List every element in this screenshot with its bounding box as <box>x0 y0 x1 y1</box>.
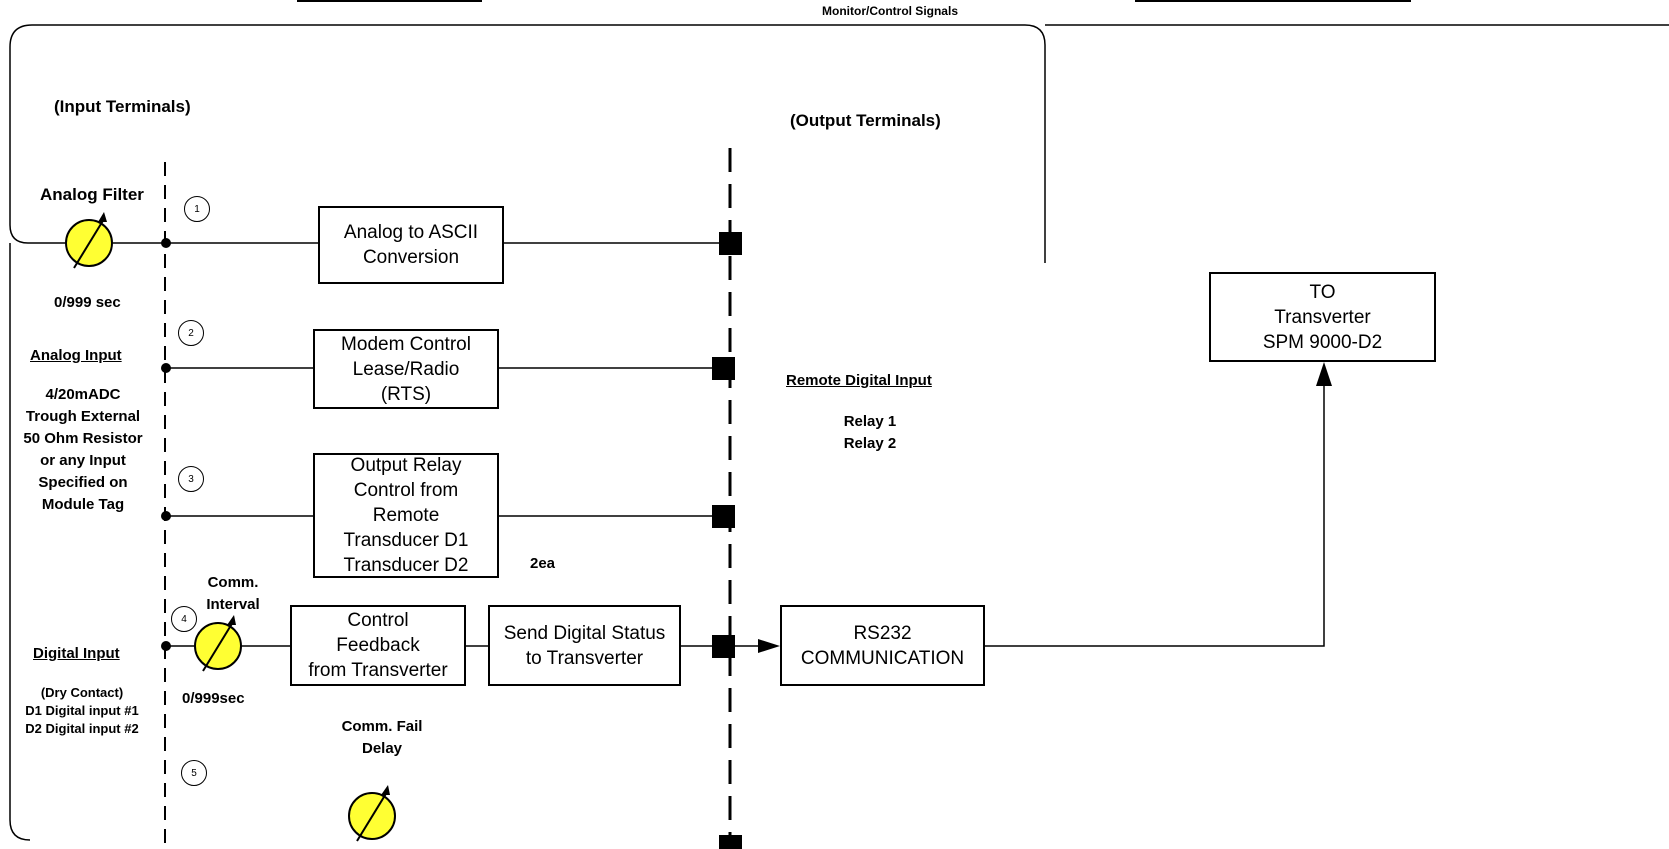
analog-to-ascii-box: Analog to ASCII Conversion <box>318 206 504 284</box>
comm-interval-knob-icon <box>194 615 242 672</box>
analog-input-desc: 4/20mADC Trough External 50 Ohm Resistor… <box>23 386 143 513</box>
two-ea-label: 2ea <box>530 555 556 572</box>
rs232-communication-box: RS232 COMMUNICATION <box>780 605 985 686</box>
analog-input-label: Analog Input <box>30 347 122 364</box>
output-terminals-label: (Output Terminals) <box>790 111 941 130</box>
analog-filter-knob-icon <box>65 212 113 269</box>
terminal-number-1: 1 <box>184 196 210 222</box>
to-transverter-box: TO Transverter SPM 9000-D2 <box>1209 272 1436 362</box>
terminal-number-2: 2 <box>178 320 204 346</box>
top-heading-left-bar <box>297 0 482 2</box>
comm-interval-label: Comm. Interval <box>206 574 260 613</box>
comm-interval-range: 0/999sec <box>182 690 245 707</box>
terminal-number-5: 5 <box>181 760 207 786</box>
output-relay-box: Output Relay Control from Remote Transdu… <box>313 453 499 578</box>
digital-input-desc: (Dry Contact) D1 Digital input #1 D2 Dig… <box>25 685 139 736</box>
analog-filter-range: 0/999 sec <box>54 294 121 311</box>
remote-digital-input-label: Remote Digital Input <box>786 372 932 389</box>
comm-fail-knob-icon <box>348 785 396 842</box>
input-terminals-label: (Input Terminals) <box>54 97 191 116</box>
module-outline <box>9 24 1046 841</box>
terminal-number-4: 4 <box>171 606 197 632</box>
control-feedback-box: Control Feedback from Transverter <box>290 605 466 686</box>
relay-list: Relay 1 Relay 2 <box>843 413 897 452</box>
send-digital-status-box: Send Digital Status to Transverter <box>488 605 681 686</box>
terminal-number-3: 3 <box>178 466 204 492</box>
monitor-control-label: Monitor/Control Signals <box>822 4 958 18</box>
modem-control-box: Modem Control Lease/Radio (RTS) <box>313 329 499 409</box>
analog-filter-label: Analog Filter <box>40 185 144 204</box>
digital-input-label: Digital Input <box>33 645 120 662</box>
top-heading-right-bar <box>1135 0 1411 2</box>
comm-fail-delay-label: Comm. Fail Delay <box>341 718 423 757</box>
